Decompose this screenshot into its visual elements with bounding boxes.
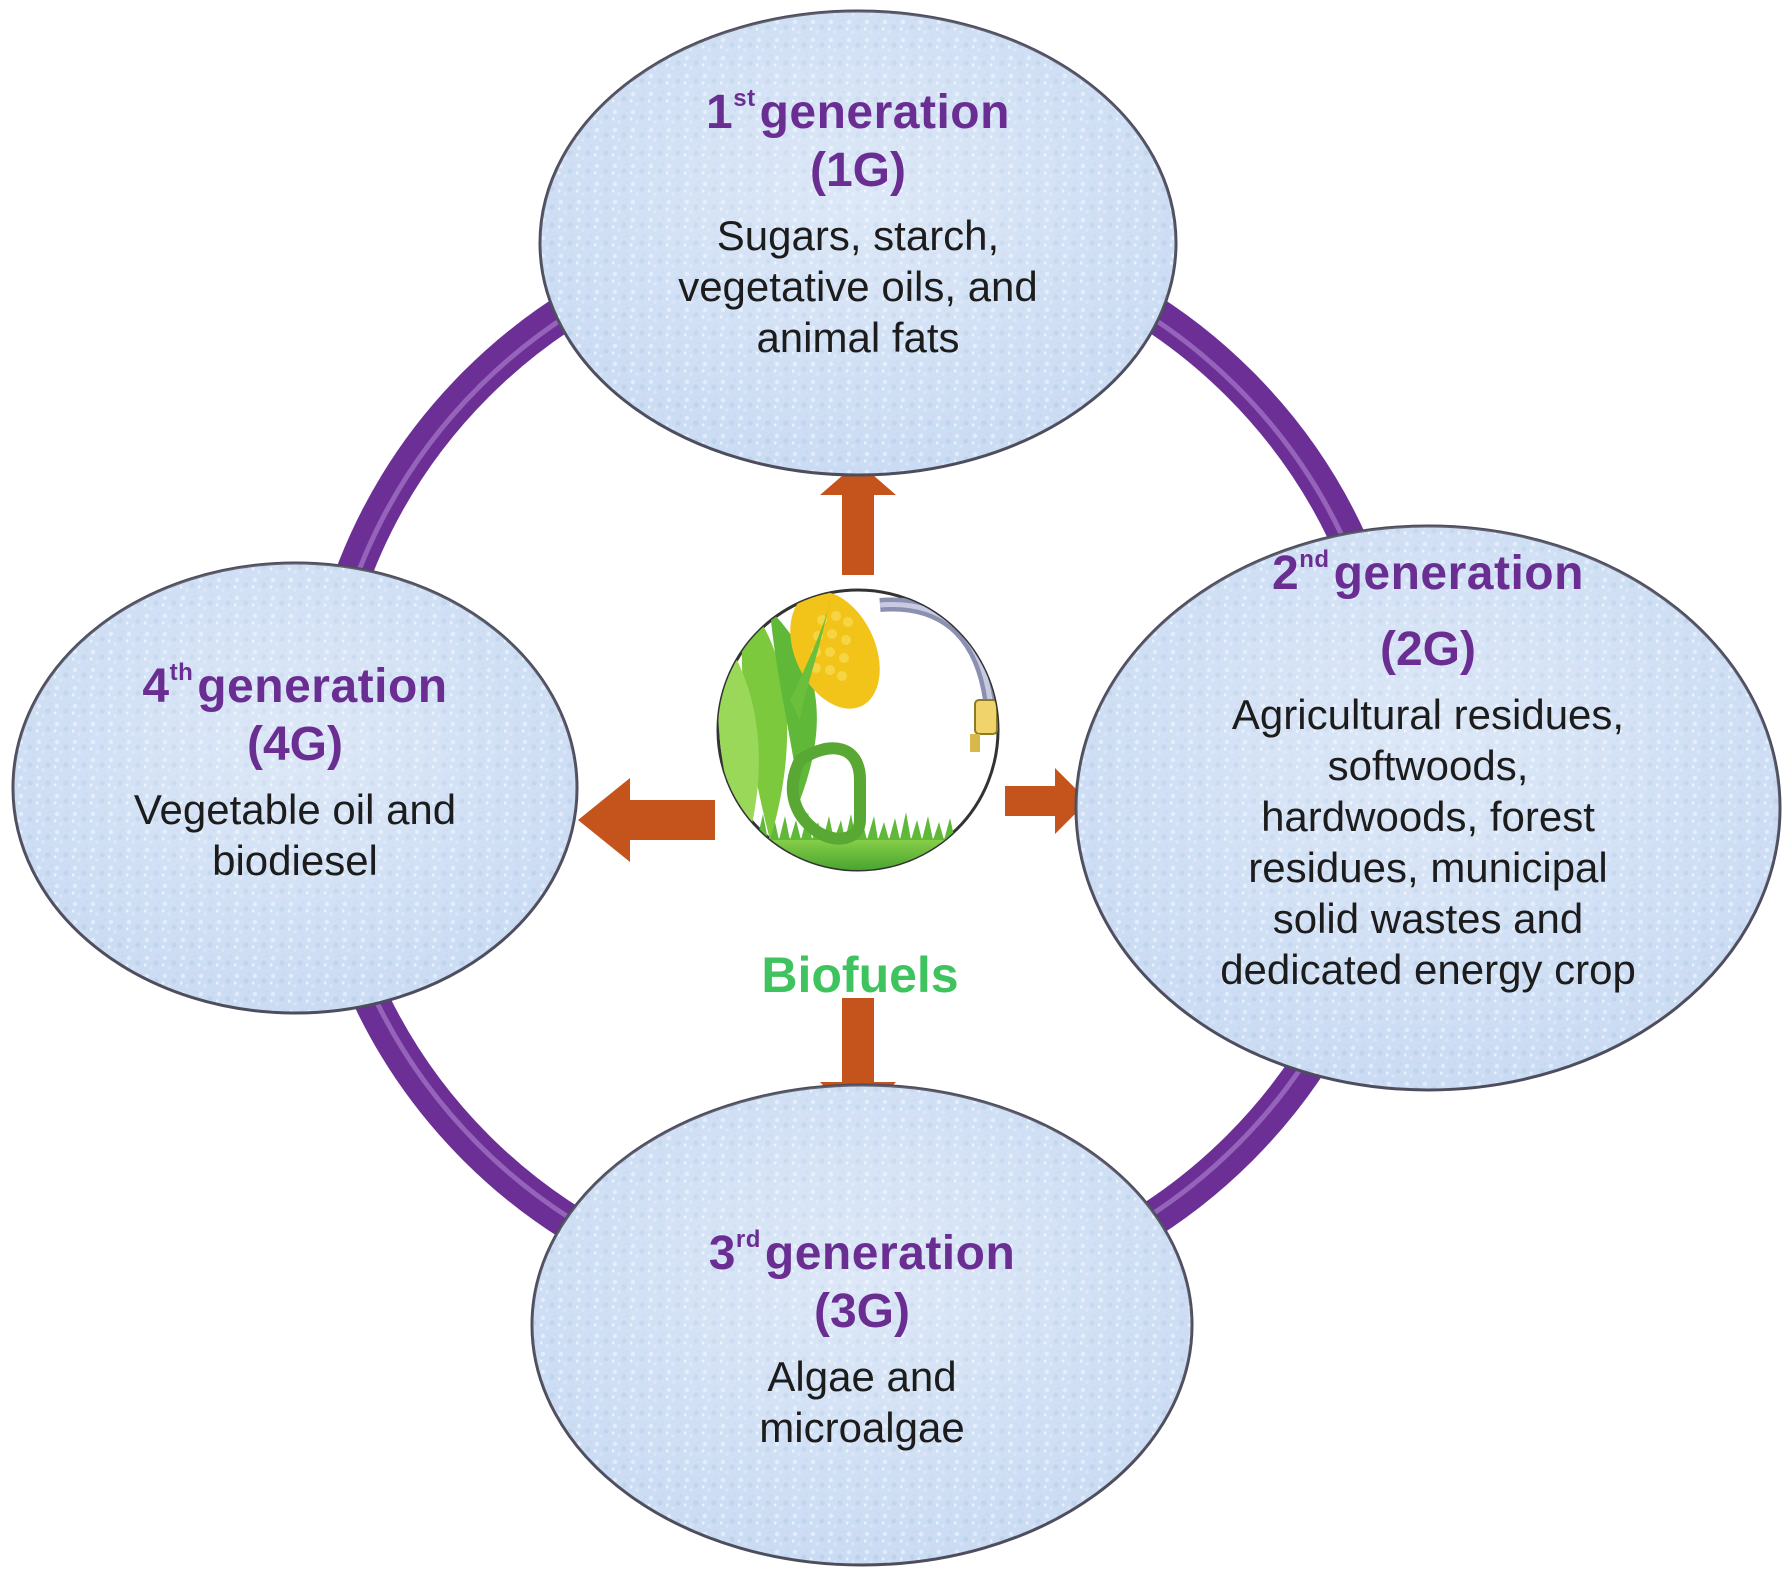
gen-code-3g: (3G) [814,1285,910,1338]
node-2g: 2ndgeneration (2G) Agricultural residues… [1128,545,1728,995]
gen-code-2g: (2G) [1380,623,1476,676]
node-1g: 1stgeneration (1G) Sugars, starch, veget… [608,84,1108,363]
ellipse-3g [530,1083,1194,1567]
ordinal-suffix: st [733,85,756,112]
title-word: generation [764,1227,1016,1280]
title-word: generation [759,86,1010,139]
ordinal-number: 2 [1272,547,1300,600]
title-word: generation [1333,547,1584,600]
arrow-to-4g [578,778,715,862]
biofuel-leaf-fuel-nozzle-icon [716,588,1000,872]
center-label: Biofuels [761,947,959,1003]
gen-code-1g: (1G) [810,144,906,197]
node-3g: 3rdgeneration (3G) Algae and microalgae [612,1225,1112,1453]
ordinal-number: 3 [708,1227,736,1280]
node-4g: 4thgeneration (4G) Vegetable oil and bio… [60,658,530,886]
gen-desc-1g: Sugars, starch, vegetative oils, and ani… [678,212,1038,361]
gen-title-1g: 1stgeneration [706,84,1010,142]
ordinal-number: 4 [142,660,170,713]
ordinal-suffix: rd [735,1226,761,1253]
ordinal-suffix: nd [1299,546,1330,573]
ellipse-1g [538,9,1178,477]
gen-title-4g: 4thgeneration [142,658,447,716]
gen-desc-3g: Algae and microalgae [759,1353,965,1451]
ellipse-2g [1074,524,1782,1092]
ellipse-4g [11,561,579,1015]
gen-code-4g: (4G) [247,718,343,771]
gen-title-2g: 2ndgeneration [1272,545,1584,603]
arrow-to-2g [1005,768,1088,834]
ordinal-number: 1 [706,86,734,139]
arrow-to-1g [820,462,896,575]
ordinal-suffix: th [169,659,194,686]
gen-desc-4g: Vegetable oil and biodiesel [133,786,457,884]
title-word: generation [197,660,448,713]
gen-desc-2g: Agricultural residues, softwoods, hardwo… [1220,691,1636,993]
gen-title-3g: 3rdgeneration [709,1225,1016,1283]
